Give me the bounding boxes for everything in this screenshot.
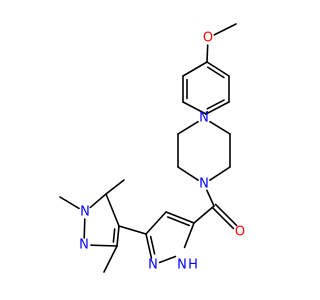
atom-label-o-carbonyl: O xyxy=(235,225,245,240)
bond-16-a xyxy=(211,206,235,230)
atom-label-n-pyrazole-b: N xyxy=(79,238,89,253)
bond-21-a xyxy=(145,233,153,259)
bond-16-b xyxy=(214,203,238,227)
atom-label-n-pyrazole-a: N xyxy=(148,258,158,273)
bond-18-b xyxy=(166,216,191,227)
bond-31 xyxy=(59,196,80,210)
bond-21-b xyxy=(149,235,156,255)
bond-layer xyxy=(59,23,238,273)
bond-4-b xyxy=(206,99,225,110)
bond-30 xyxy=(103,245,118,273)
bond-0 xyxy=(213,23,237,36)
bond-2-b xyxy=(207,66,225,79)
atom-label-n-piperazine-bottom: N xyxy=(199,177,209,192)
atom-label-nh-pyrazole-a: N xyxy=(177,258,187,273)
atom-label-n-pyrazole-b-methyl: N xyxy=(80,205,90,220)
bond-15 xyxy=(206,189,215,207)
atom-label-n-piperazine-top: N xyxy=(199,111,209,126)
bond-22 xyxy=(145,211,167,235)
bond-26 xyxy=(83,218,86,239)
atom-label-o-methoxy: O xyxy=(203,31,213,46)
bond-5 xyxy=(182,101,207,115)
chemical-structure: O N N O N N H N N xyxy=(59,23,245,273)
bond-4-a xyxy=(205,101,230,115)
bond-24-b xyxy=(112,228,116,243)
bond-25 xyxy=(90,244,118,247)
bond-18-a xyxy=(165,211,195,224)
bond-27 xyxy=(89,193,107,209)
bond-19 xyxy=(183,222,195,249)
bond-28 xyxy=(105,193,120,227)
bond-14 xyxy=(177,120,199,135)
bond-24-a xyxy=(116,225,120,247)
bond-2-a xyxy=(206,61,230,77)
atom-label-h-pyrazole-a: H xyxy=(188,258,198,273)
bond-12 xyxy=(177,166,199,181)
atom-label-layer: O N N O N N H N N xyxy=(79,31,245,273)
bond-23 xyxy=(118,225,147,235)
bond-7 xyxy=(182,61,208,77)
bond-20 xyxy=(158,255,177,264)
bond-17 xyxy=(193,205,215,224)
bond-1 xyxy=(206,44,209,63)
bond-9 xyxy=(209,120,231,135)
bond-11 xyxy=(209,166,231,181)
bond-29 xyxy=(105,179,125,195)
bond-8 xyxy=(205,110,208,115)
